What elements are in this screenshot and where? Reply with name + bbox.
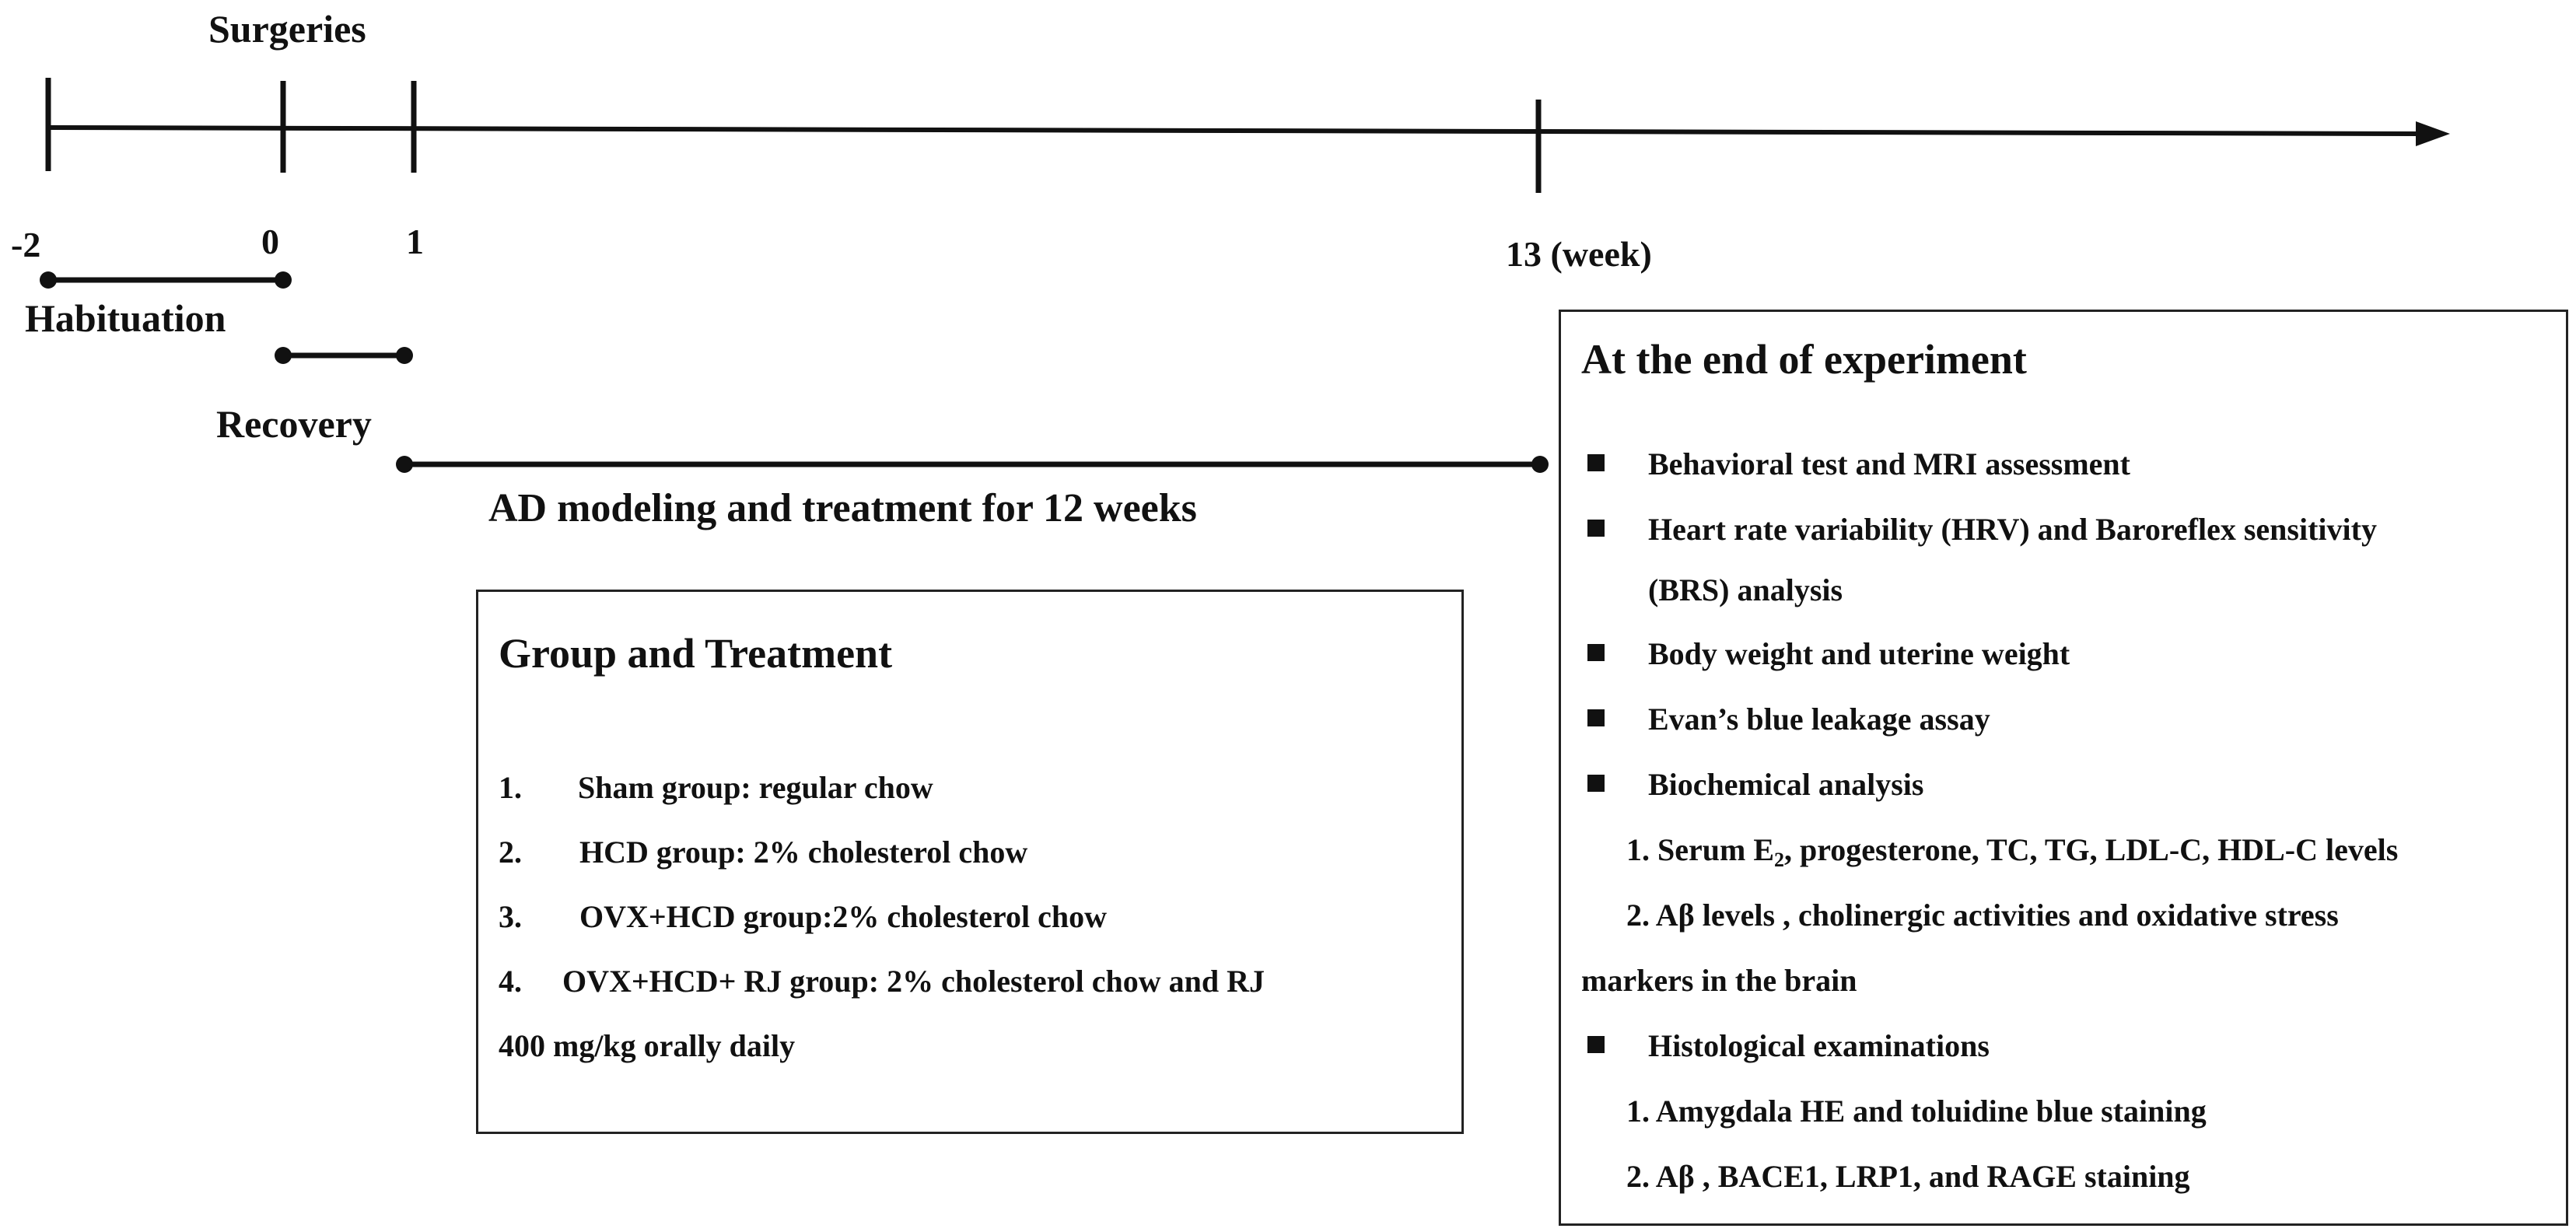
biochem-sub1-post: , progesterone, TC, TG, LDL-C, HDL-C lev… xyxy=(1784,832,2399,867)
end-experiment-box: At the end of experiment Behavioral test… xyxy=(1559,310,2568,1226)
group-item-4-continued: 400 mg/kg orally daily xyxy=(499,1028,796,1063)
biochem-sub2-line2: markers in the brain xyxy=(1581,963,1857,998)
bullet-histo: Histological examinations xyxy=(1648,1028,1990,1063)
bullet-square-icon xyxy=(1587,644,1605,661)
bullet-weight: Body weight and uterine weight xyxy=(1648,636,2070,671)
biochem-sub2-line1: 2. Aβ levels , cholinergic activities an… xyxy=(1626,898,2339,933)
group-treatment-box: Group and Treatment 1. Sham group: regul… xyxy=(476,590,1464,1134)
bullet-square-icon xyxy=(1587,1036,1605,1053)
timeline-axis xyxy=(47,125,2420,136)
group-item-num-1: 1. xyxy=(499,770,522,805)
tick-label-0: 0 xyxy=(261,222,279,261)
bullet-square-icon xyxy=(1587,775,1605,792)
modeling-start-dot xyxy=(396,456,413,473)
bullet-evans: Evan’s blue leakage assay xyxy=(1648,702,1990,737)
surgeries-label: Surgeries xyxy=(208,7,366,51)
group-item-4: OVX+HCD+ RJ group: 2% cholesterol chow a… xyxy=(562,964,1265,999)
modeling-label: AD modeling and treatment for 12 weeks xyxy=(488,486,1197,530)
bullet-square-icon xyxy=(1587,520,1605,537)
end-experiment-title: At the end of experiment xyxy=(1581,336,2027,383)
bullet-hrv-line2: (BRS) analysis xyxy=(1648,572,1843,607)
bullet-biochem: Biochemical analysis xyxy=(1648,767,1924,802)
habituation-start-dot xyxy=(40,271,57,289)
bullet-behavioral: Behavioral test and MRI assessment xyxy=(1648,446,2130,481)
group-item-num-3: 3. xyxy=(499,899,522,934)
bullet-square-icon xyxy=(1587,709,1605,726)
group-item-num-4: 4. xyxy=(499,964,522,999)
group-treatment-title: Group and Treatment xyxy=(499,630,893,677)
recovery-start-dot xyxy=(275,347,292,364)
histo-sub2: 2. Aβ , BACE1, LRP1, and RAGE staining xyxy=(1626,1159,2190,1194)
group-item-1: Sham group: regular chow xyxy=(578,770,933,805)
biochem-sub1-pre: 1. Serum E xyxy=(1626,832,1774,867)
group-item-2: HCD group: 2% cholesterol chow xyxy=(579,835,1028,870)
tick-label-minus2: -2 xyxy=(11,225,41,264)
histo-sub1: 1. Amygdala HE and toluidine blue staini… xyxy=(1626,1094,2207,1129)
tick-label-13: 13 (week) xyxy=(1506,234,1652,274)
tick-label-1: 1 xyxy=(406,222,424,261)
group-item-num-2: 2. xyxy=(499,835,522,870)
bullet-hrv-line1: Heart rate variability (HRV) and Baroref… xyxy=(1648,512,2377,547)
group-item-3: OVX+HCD group:2% cholesterol chow xyxy=(579,899,1107,934)
recovery-end-dot xyxy=(396,347,413,364)
biochem-sub1: 1. Serum E2, progesterone, TC, TG, LDL-C… xyxy=(1626,835,2398,870)
modeling-end-dot xyxy=(1531,456,1549,473)
recovery-label: Recovery xyxy=(216,402,372,446)
habituation-label: Habituation xyxy=(25,296,226,340)
habituation-end-dot xyxy=(275,271,292,289)
bullet-square-icon xyxy=(1587,454,1605,471)
biochem-sub1-subscript: 2 xyxy=(1774,849,1784,871)
timeline-arrowhead xyxy=(2416,121,2450,146)
